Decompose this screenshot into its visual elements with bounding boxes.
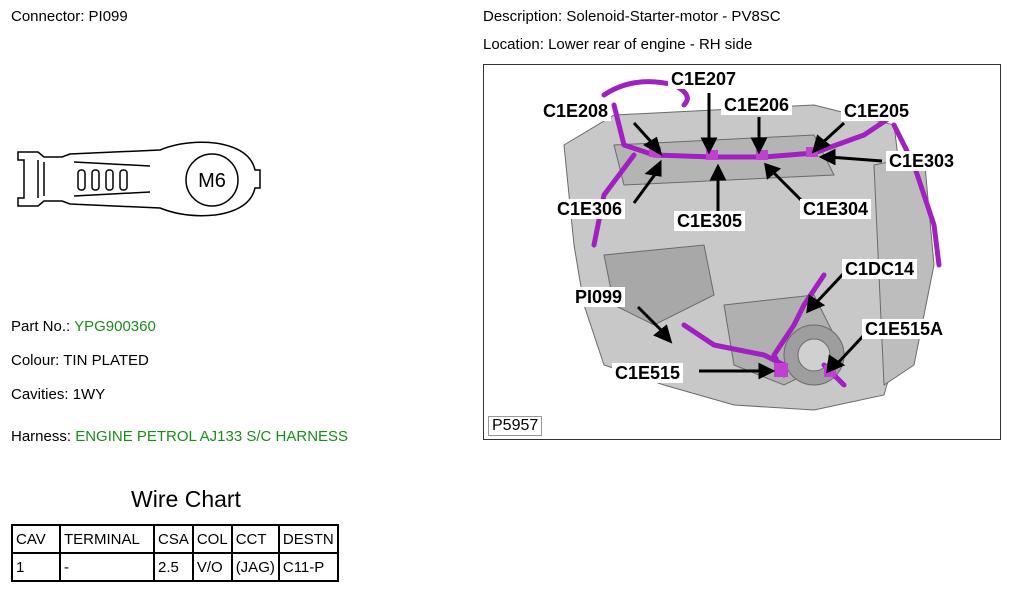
col-header-cct: CCT (230, 524, 280, 554)
ring-terminal-drawing: M6 (17, 141, 261, 217)
wire-table-header-row: CAV TERMINAL CSA COL CCT DESTN (11, 524, 339, 554)
wire-chart-table: CAV TERMINAL CSA COL CCT DESTN 1 - 2.5 V… (11, 524, 339, 582)
callout-c1e207: C1E207 (668, 69, 740, 89)
connector-label: Connector: (11, 8, 85, 25)
colour-line: Colour: TIN PLATED (11, 352, 149, 370)
callout-c1e303: C1E303 (886, 151, 958, 171)
cell-destn: C11-P (277, 552, 339, 582)
part-number-link[interactable]: YPG900360 (74, 318, 156, 335)
callout-pi099: PI099 (572, 287, 626, 307)
col-header-col: COL (191, 524, 233, 554)
cell-col: V/O (191, 552, 233, 582)
callout-c1e515: C1E515 (612, 363, 684, 383)
description-line: Description: Solenoid-Starter-motor - PV… (483, 8, 781, 26)
callout-c1e206: C1E206 (721, 95, 793, 115)
colour-label: Colour: (11, 352, 60, 369)
location-label: Location: (483, 36, 544, 53)
table-row: 1 - 2.5 V/O (JAG) C11-P (11, 552, 339, 582)
col-header-csa: CSA (153, 524, 194, 554)
col-header-terminal: TERMINAL (59, 524, 155, 554)
cavities-label: Cavities: (11, 386, 69, 403)
cell-cav: 1 (11, 552, 61, 582)
cell-csa: 2.5 (153, 552, 194, 582)
callout-c1e205: C1E205 (841, 101, 913, 121)
callout-c1e306: C1E306 (554, 199, 626, 219)
engine-illustration (563, 79, 942, 411)
location-value: Lower rear of engine - RH side (548, 36, 753, 53)
cavities-line: Cavities: 1WY (11, 386, 105, 404)
harness-link[interactable]: ENGINE PETROL AJ133 S/C HARNESS (75, 428, 349, 445)
figure-id: P5957 (488, 416, 543, 436)
cavities-value: 1WY (72, 386, 106, 403)
location-line: Location: Lower rear of engine - RH side (483, 36, 752, 54)
cell-terminal: - (59, 552, 155, 582)
connector-line: Connector: PI099 (11, 8, 128, 26)
col-header-destn: DESTN (277, 524, 339, 554)
description-value: Solenoid-Starter-motor - PV8SC (566, 8, 781, 25)
colour-value: TIN PLATED (63, 352, 149, 369)
part-number-line: Part No.: YPG900360 (11, 318, 156, 336)
harness-label: Harness: (11, 428, 72, 445)
callout-c1e304: C1E304 (800, 199, 872, 219)
description-label: Description: (483, 8, 563, 25)
wire-chart-title: Wire Chart (131, 486, 241, 512)
callout-c1dc14: C1DC14 (842, 259, 918, 279)
callout-c1e515a: C1E515A (862, 319, 947, 339)
col-header-cav: CAV (11, 524, 61, 554)
cell-cct: (JAG) (230, 552, 280, 582)
part-number-label: Part No.: (11, 318, 71, 335)
connector-value: PI099 (88, 8, 128, 25)
callout-c1e208: C1E208 (540, 101, 612, 121)
engine-location-figure: C1E207 C1E208 C1E206 C1E205 C1E303 C1E30… (483, 64, 1001, 440)
stud-size-label: M6 (198, 170, 226, 192)
harness-line: Harness: ENGINE PETROL AJ133 S/C HARNESS (11, 428, 348, 446)
callout-c1e305: C1E305 (674, 211, 746, 231)
